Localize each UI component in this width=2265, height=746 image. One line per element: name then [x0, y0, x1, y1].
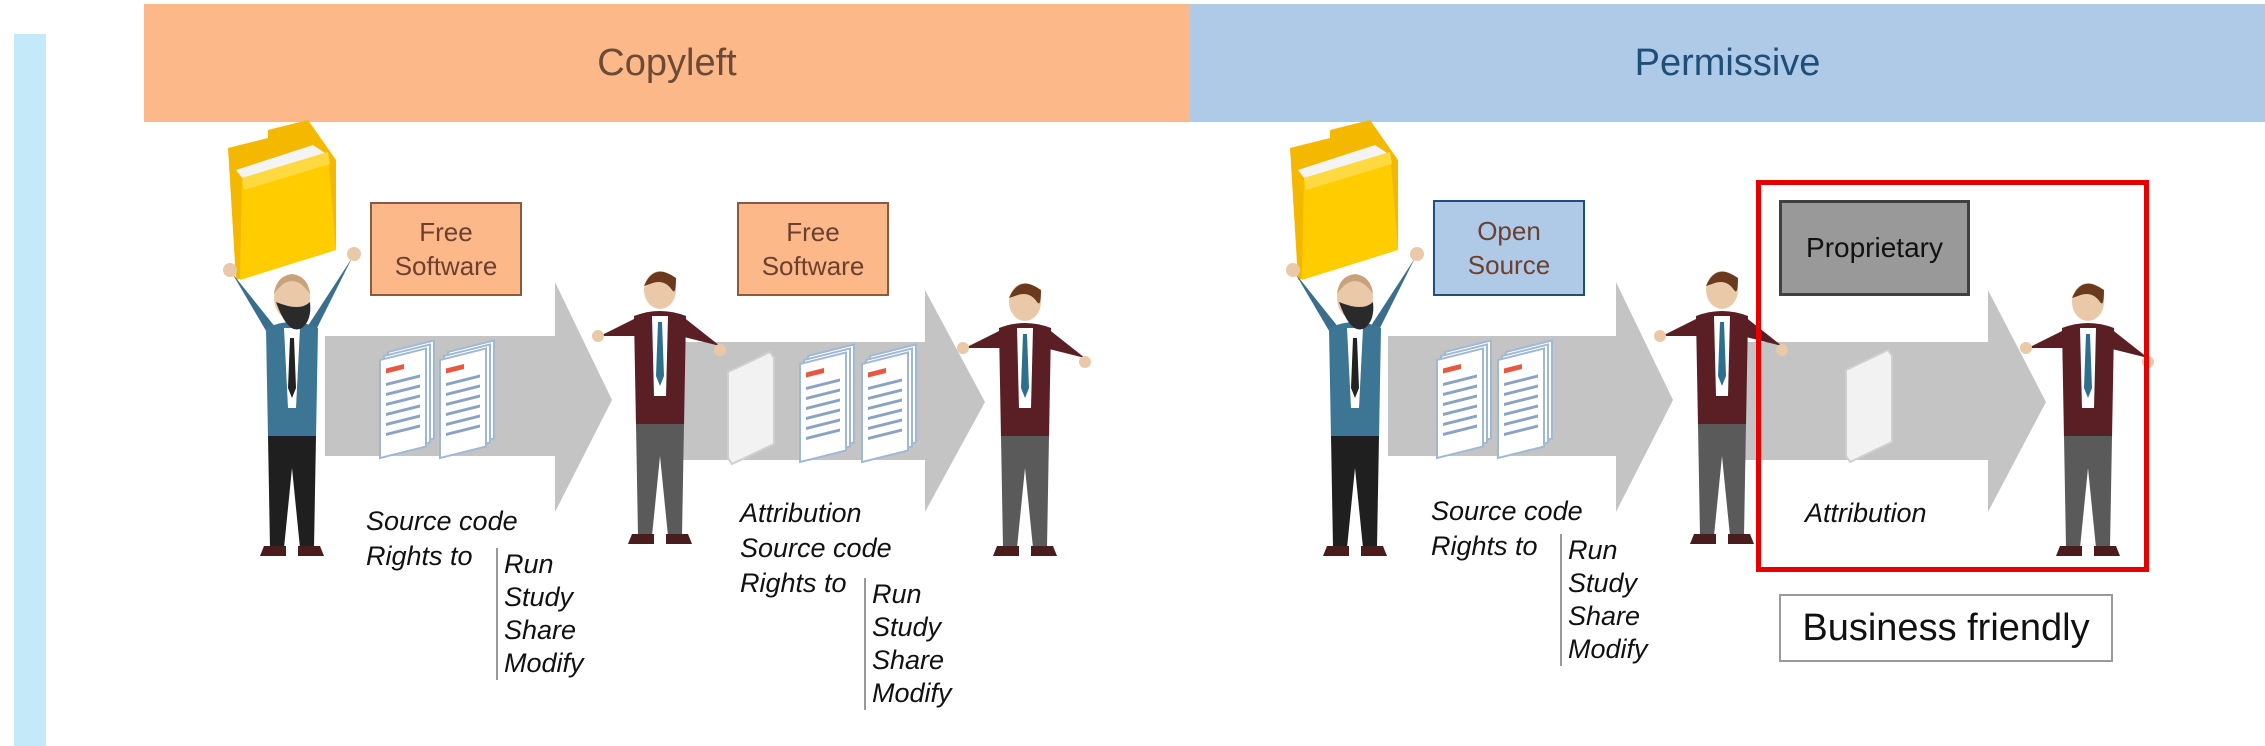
right-share: Share	[1568, 601, 1641, 631]
permissive-transfer-1-items: Source code Rights to	[1431, 494, 1583, 564]
folder-icon	[228, 120, 336, 280]
item-rights-to: Rights to	[366, 541, 473, 571]
single-document-icon	[727, 351, 775, 465]
item-source-code: Source code	[366, 506, 518, 536]
item-rights-to: Rights to	[1431, 531, 1538, 561]
right-run: Run	[872, 579, 922, 609]
proprietary-tag: Proprietary	[1779, 200, 1970, 296]
folder-icon	[1290, 120, 1398, 280]
right-modify: Modify	[1568, 634, 1648, 664]
copyleft-rights-list-1: Run Study Share Modify	[496, 548, 584, 680]
permissive-arrow-2	[1742, 290, 2046, 512]
permissive-rights-list: Run Study Share Modify	[1560, 534, 1648, 666]
copyleft-rights-list-2: Run Study Share Modify	[864, 578, 952, 710]
document-stack-icon	[1437, 341, 1491, 458]
proprietary-highlight-box	[1756, 180, 2149, 572]
copyleft-transfer-1-items: Source code Rights to	[366, 504, 518, 574]
right-run: Run	[504, 549, 554, 579]
right-study: Study	[504, 582, 574, 612]
open-source-tag: Open Source	[1433, 200, 1585, 296]
right-share: Share	[872, 645, 945, 675]
permissive-transfer-2-items: Attribution	[1805, 496, 1927, 531]
copyleft-transfer-2-items: Attribution Source code Rights to	[740, 496, 892, 601]
document-stack-icon	[800, 345, 854, 462]
copyleft-header: Copyleft	[144, 4, 1190, 122]
free-software-tag: Free Software	[370, 202, 522, 296]
item-attribution: Attribution	[1805, 498, 1927, 528]
right-share: Share	[504, 615, 577, 645]
item-rights-to: Rights to	[740, 568, 847, 598]
free-software-tag: Free Software	[737, 202, 889, 296]
item-source-code: Source code	[740, 533, 892, 563]
permissive-title: Permissive	[1634, 41, 1821, 84]
right-run: Run	[1568, 535, 1618, 565]
document-stack-icon	[440, 341, 494, 458]
right-modify: Modify	[872, 678, 952, 708]
document-stack-icon	[1498, 341, 1552, 458]
document-stack-icon	[380, 341, 434, 458]
document-stack-icon	[862, 345, 916, 462]
copyleft-title: Copyleft	[597, 41, 737, 84]
sidebar-strip	[14, 34, 46, 746]
item-attribution: Attribution	[740, 498, 862, 528]
right-study: Study	[872, 612, 942, 642]
permissive-header: Permissive	[1190, 4, 2265, 122]
business-friendly-label: Business friendly	[1779, 594, 2113, 662]
person-icon	[957, 283, 1091, 556]
item-source-code: Source code	[1431, 496, 1583, 526]
right-modify: Modify	[504, 648, 584, 678]
right-study: Study	[1568, 568, 1638, 598]
